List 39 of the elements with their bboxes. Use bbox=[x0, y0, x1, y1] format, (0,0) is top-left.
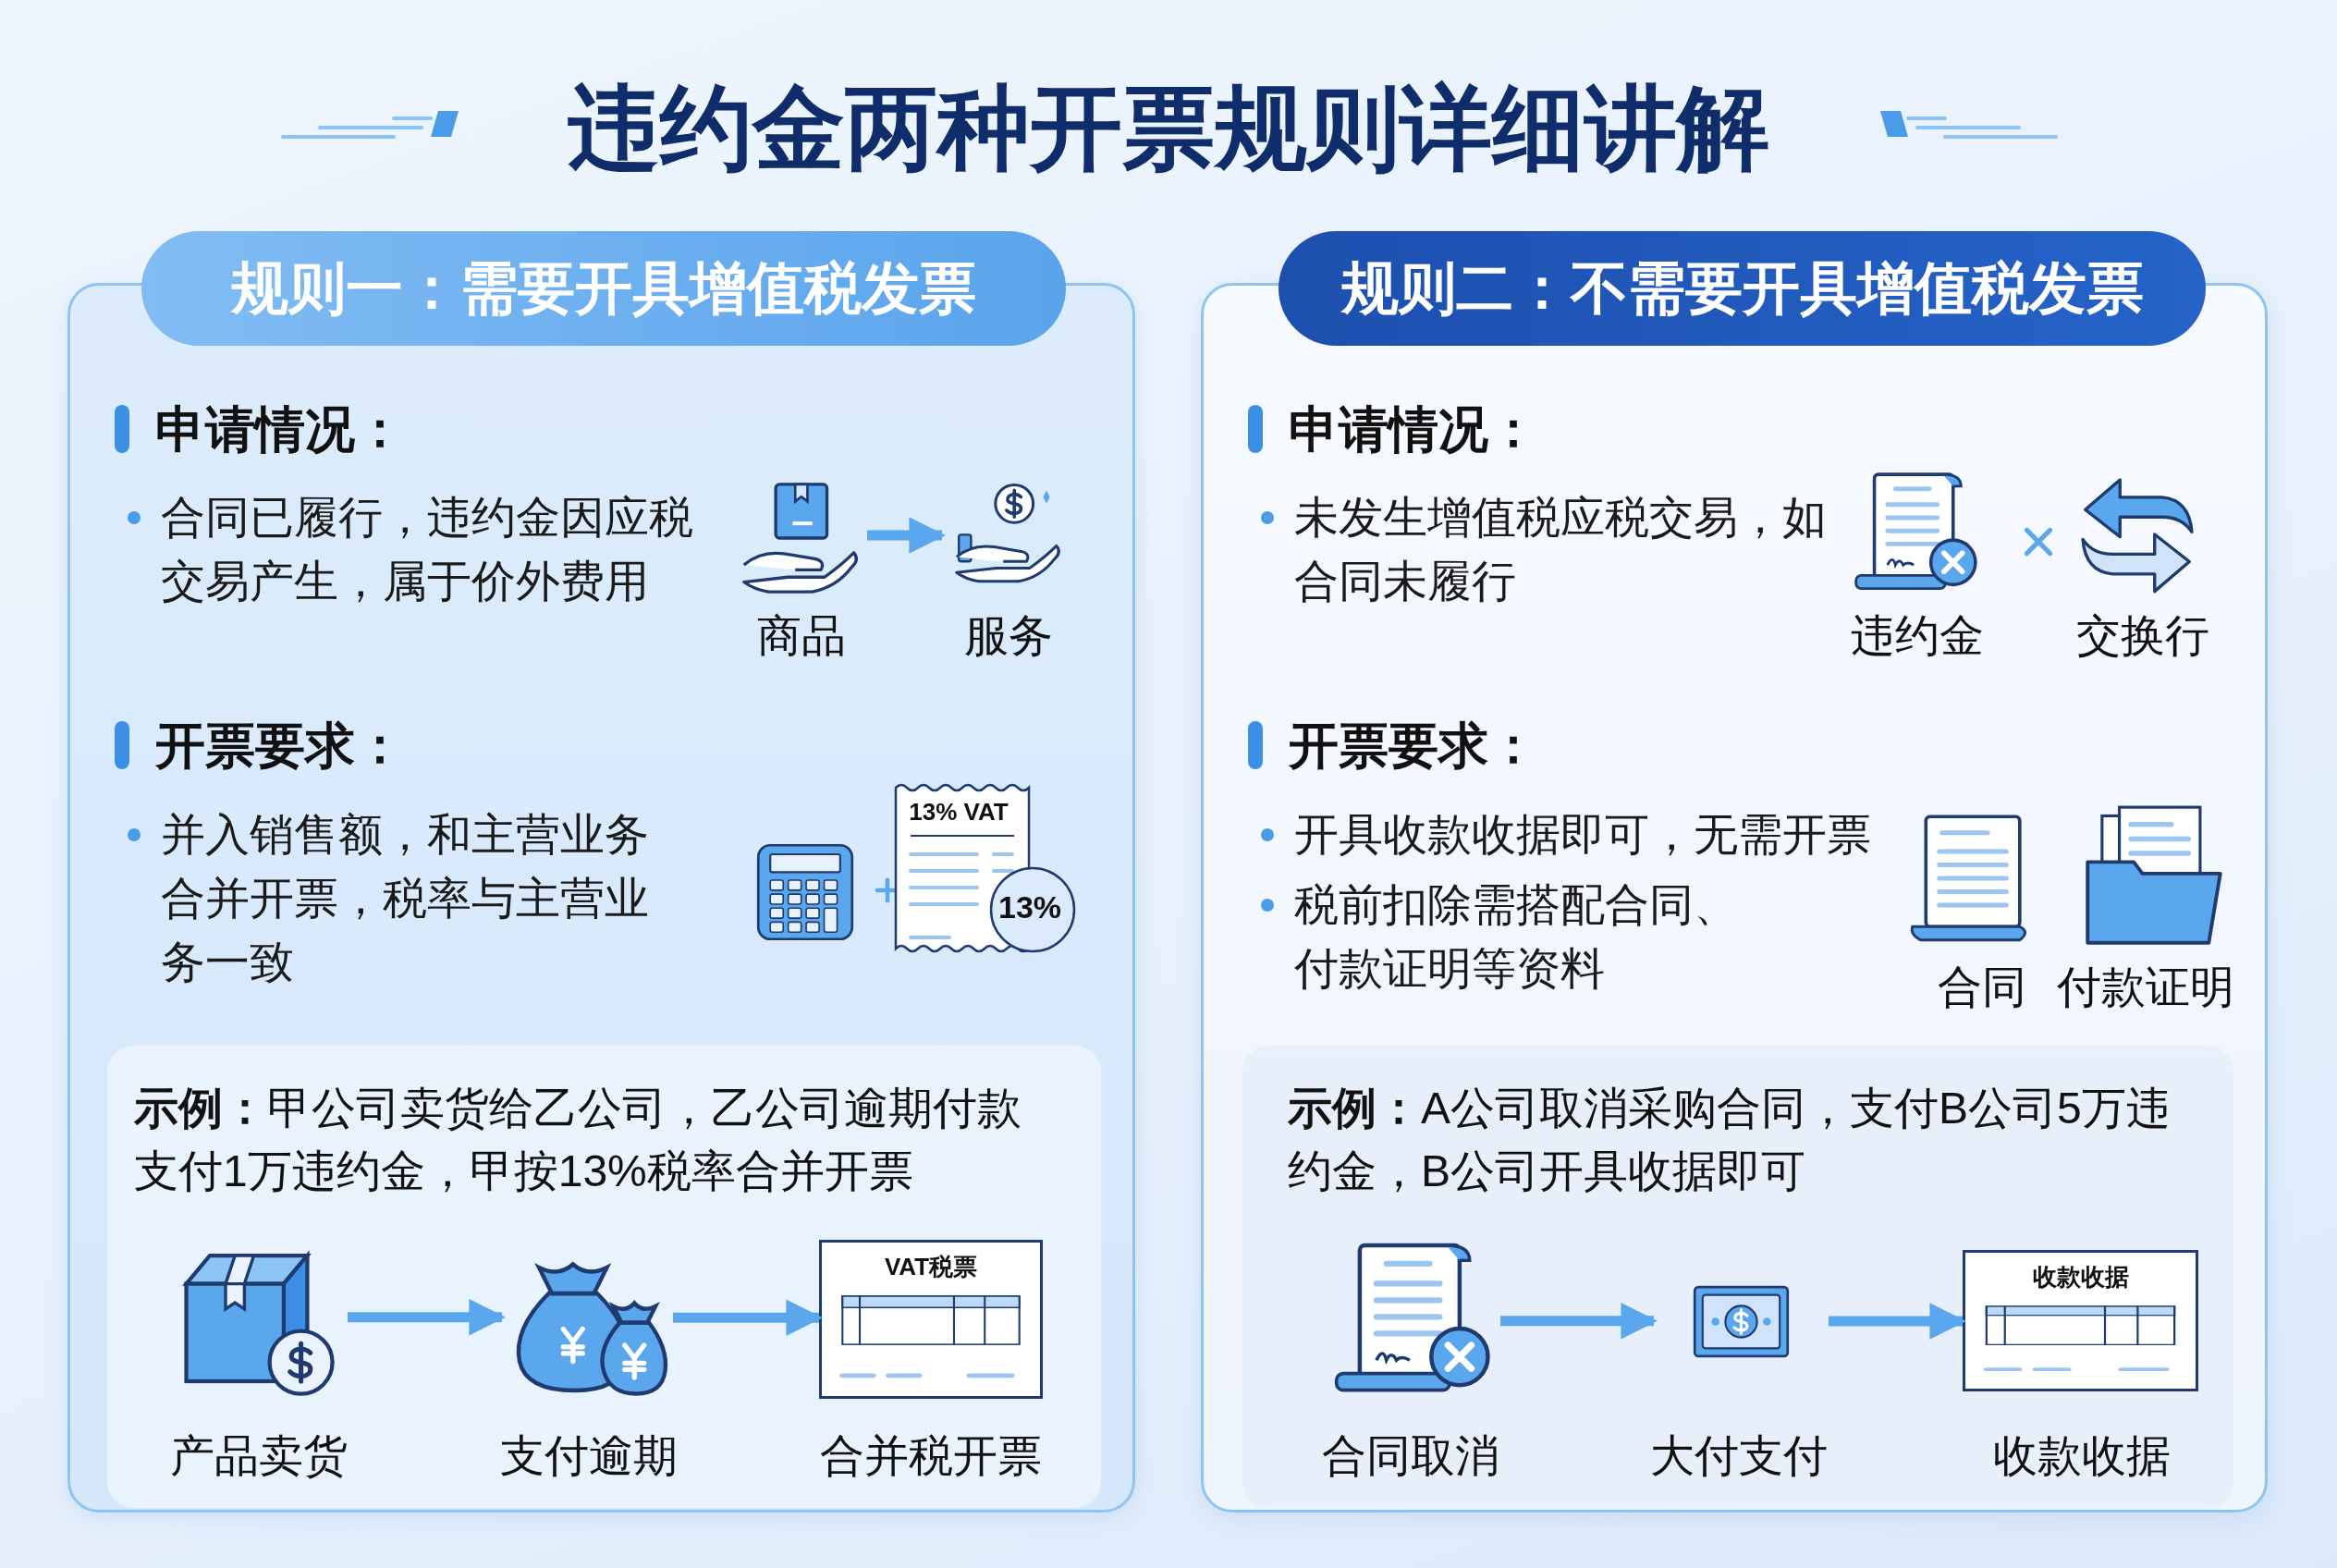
arrow bbox=[1829, 1303, 1966, 1340]
example-text: 示例：A公司取消采购合同，支付B公司5万违约金，B公司开具收据即可 bbox=[1288, 1083, 2172, 1197]
rate-text: 13% bbox=[997, 888, 1062, 925]
icon-caption: 付款证明 bbox=[2057, 962, 2234, 1013]
icon-caption: 商品 bbox=[757, 610, 846, 662]
icon-caption: 交换行 bbox=[2076, 610, 2209, 662]
section-heading: 申请情况： bbox=[1248, 401, 1538, 457]
icon-caption: 大付支付 bbox=[1650, 1430, 1828, 1482]
bullet-text: 未发生增值税应税交易，如合同未履行 bbox=[1259, 485, 1832, 613]
icon-caption: 违约金 bbox=[1851, 610, 1984, 662]
icon-caption: 产品卖货 bbox=[170, 1430, 348, 1482]
bullet-text: 税前扣除需搭配合同、付款证明等资料 bbox=[1259, 873, 1777, 1000]
icon-caption: 服务 bbox=[964, 610, 1053, 662]
bullet-text: 并入销售额，和主营业务合并开票，税率与主营业务一致 bbox=[126, 802, 680, 994]
bullet-text: 开具收款收据即可，无需开票 bbox=[1259, 802, 1906, 866]
receipt-title: 收款收据 bbox=[2032, 1262, 2129, 1292]
arrow bbox=[1500, 1302, 1658, 1340]
arrow bbox=[867, 517, 946, 554]
title-banner: 规则二：不需要开具增值税发票 bbox=[1279, 231, 2206, 346]
example-panel bbox=[107, 1046, 1101, 1508]
receipt-heading: 13% VAT bbox=[909, 797, 1009, 827]
arrow bbox=[673, 1299, 823, 1337]
icon-caption: 支付逾期 bbox=[500, 1430, 678, 1482]
title-banner: 规则一：需要开具增值税发票 bbox=[141, 231, 1066, 346]
icon-caption: 收款收据 bbox=[1993, 1430, 2171, 1482]
icon-caption: 合并税开票 bbox=[820, 1430, 1042, 1482]
icon-caption: 合同 bbox=[1938, 962, 2026, 1013]
example-text: 示例：甲公司卖货给乙公司，乙公司逾期付款支付1万违约金，甲按13%税率合并开票 bbox=[134, 1083, 1022, 1197]
icon-caption: 合同取消 bbox=[1322, 1430, 1499, 1482]
invoice-title: VAT税票 bbox=[884, 1252, 978, 1281]
page-title: 违约金两种开票规则详细讲解 bbox=[568, 75, 1769, 181]
bullet-text: 合同已履行，违约金因应税交易产生，属于价外费用 bbox=[126, 485, 717, 613]
section-heading: 开票要求： bbox=[115, 717, 405, 773]
invoice-card bbox=[819, 1240, 1043, 1399]
arrow bbox=[348, 1298, 506, 1336]
section-heading: 申请情况： bbox=[115, 401, 405, 457]
example-panel bbox=[1242, 1046, 2233, 1508]
receipt-card bbox=[1963, 1250, 2198, 1391]
section-heading: 开票要求： bbox=[1248, 717, 1538, 773]
